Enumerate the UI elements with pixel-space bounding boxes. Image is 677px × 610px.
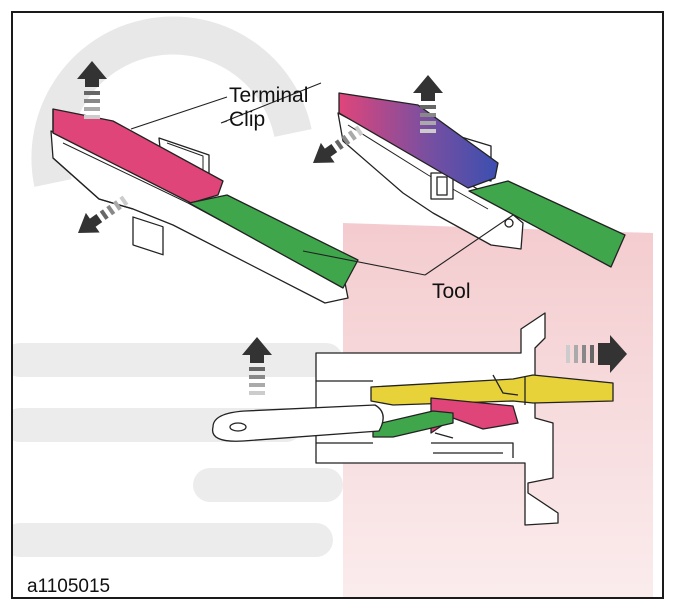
figure-code: a1105015 [27, 576, 111, 597]
label-tool: Tool [432, 280, 471, 303]
clip-pink-bottom [430, 397, 519, 434]
terminal-assembly-left [50, 108, 359, 304]
label-clip: Clip [229, 108, 266, 131]
tool-right [468, 180, 626, 268]
wire-green [372, 410, 454, 438]
up-arrow-icon [77, 61, 107, 119]
watermark-gray-bar-4 [193, 468, 343, 502]
up-arrow-icon [413, 75, 443, 133]
connector-cross-section [211, 312, 614, 526]
leader-lines [130, 82, 514, 276]
illustration [13, 16, 653, 597]
diagonal-arrow-icon [313, 125, 364, 163]
removal-tool [211, 404, 384, 442]
clip-right [338, 92, 499, 189]
terminal-assembly-right [337, 92, 626, 268]
up-arrow-icon [242, 337, 272, 395]
tool-left [188, 194, 359, 289]
watermark-gray-bar-3 [13, 523, 333, 557]
figure-frame: Terminal Clip Tool a1105015 [11, 11, 664, 599]
watermark-gray-bar-1 [13, 343, 343, 377]
label-terminal: Terminal [229, 84, 309, 107]
right-arrow-icon [566, 335, 627, 373]
diagonal-arrow-icon [78, 195, 129, 233]
